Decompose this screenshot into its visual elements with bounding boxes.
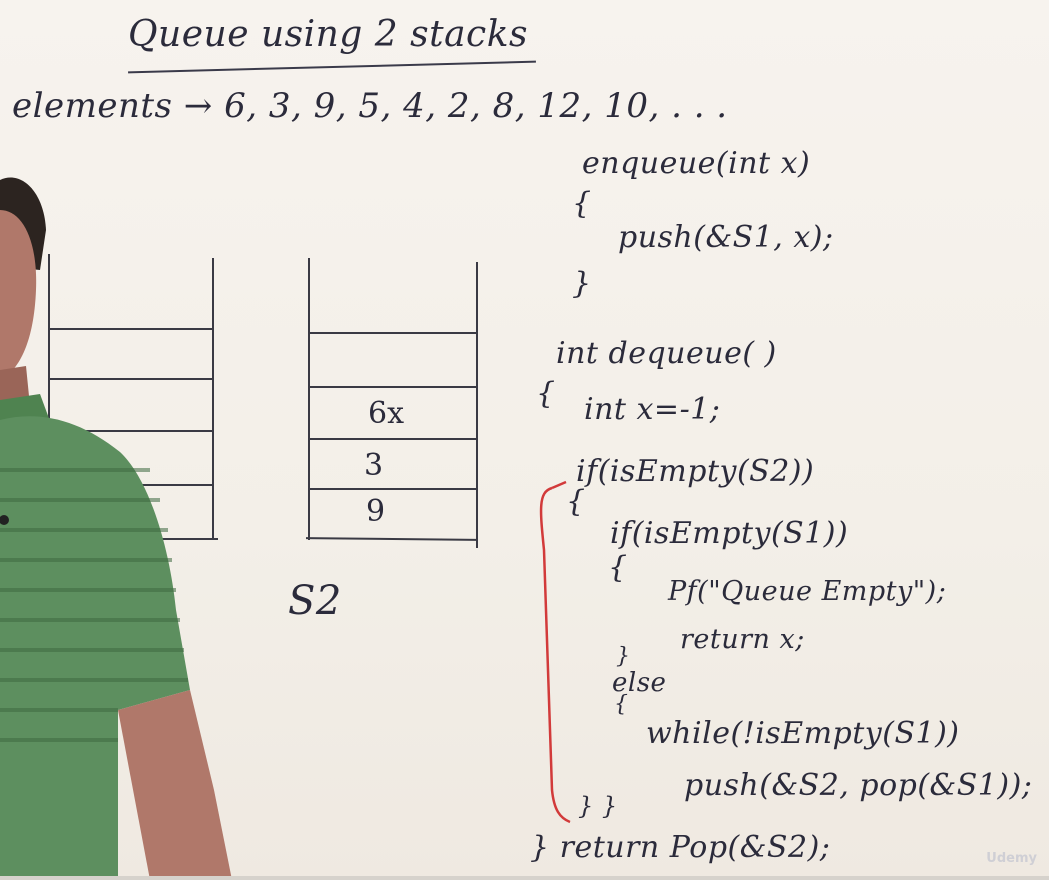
stack-s2-cell: 3 bbox=[364, 448, 384, 483]
stack-s2-cell: 6x bbox=[368, 396, 405, 431]
code-line: } bbox=[616, 644, 631, 669]
code-line: if(isEmpty(S1)) bbox=[610, 516, 849, 551]
code-line: return x; bbox=[680, 624, 805, 655]
code-line: push(&S1, x); bbox=[618, 220, 834, 255]
stack-s2-label: S2 bbox=[288, 578, 342, 624]
code-line: { bbox=[572, 186, 592, 221]
code-line: enqueue(int x) bbox=[582, 146, 811, 181]
elements-sequence: elements → 6, 3, 9, 5, 4, 2, 8, 12, 10, … bbox=[12, 86, 728, 126]
code-line: int dequeue( ) bbox=[556, 336, 777, 371]
code-line: { bbox=[566, 484, 586, 519]
code-line: { bbox=[536, 376, 556, 411]
code-line: { bbox=[614, 692, 629, 717]
code-line: Pf("Queue Empty"); bbox=[668, 576, 947, 607]
board-title: Queue using 2 stacks bbox=[128, 14, 528, 55]
code-line: } } bbox=[578, 792, 618, 820]
red-bracket bbox=[539, 480, 571, 824]
instructor-figure bbox=[0, 177, 232, 880]
title-underline bbox=[128, 60, 536, 74]
code-line: while(!isEmpty(S1)) bbox=[646, 716, 960, 751]
stack-s2-cell: 9 bbox=[366, 494, 386, 529]
code-line: } bbox=[572, 266, 592, 301]
code-line: push(&S2, pop(&S1)); bbox=[684, 768, 1033, 803]
code-line: if(isEmpty(S2)) bbox=[576, 454, 815, 489]
code-line: { bbox=[608, 550, 628, 585]
code-line: } return Pop(&S2); bbox=[530, 830, 831, 865]
code-line: else bbox=[612, 668, 667, 698]
bottom-bar bbox=[0, 876, 1049, 880]
watermark-logo: Udemy bbox=[986, 851, 1037, 866]
code-line: int x=-1; bbox=[584, 392, 721, 427]
